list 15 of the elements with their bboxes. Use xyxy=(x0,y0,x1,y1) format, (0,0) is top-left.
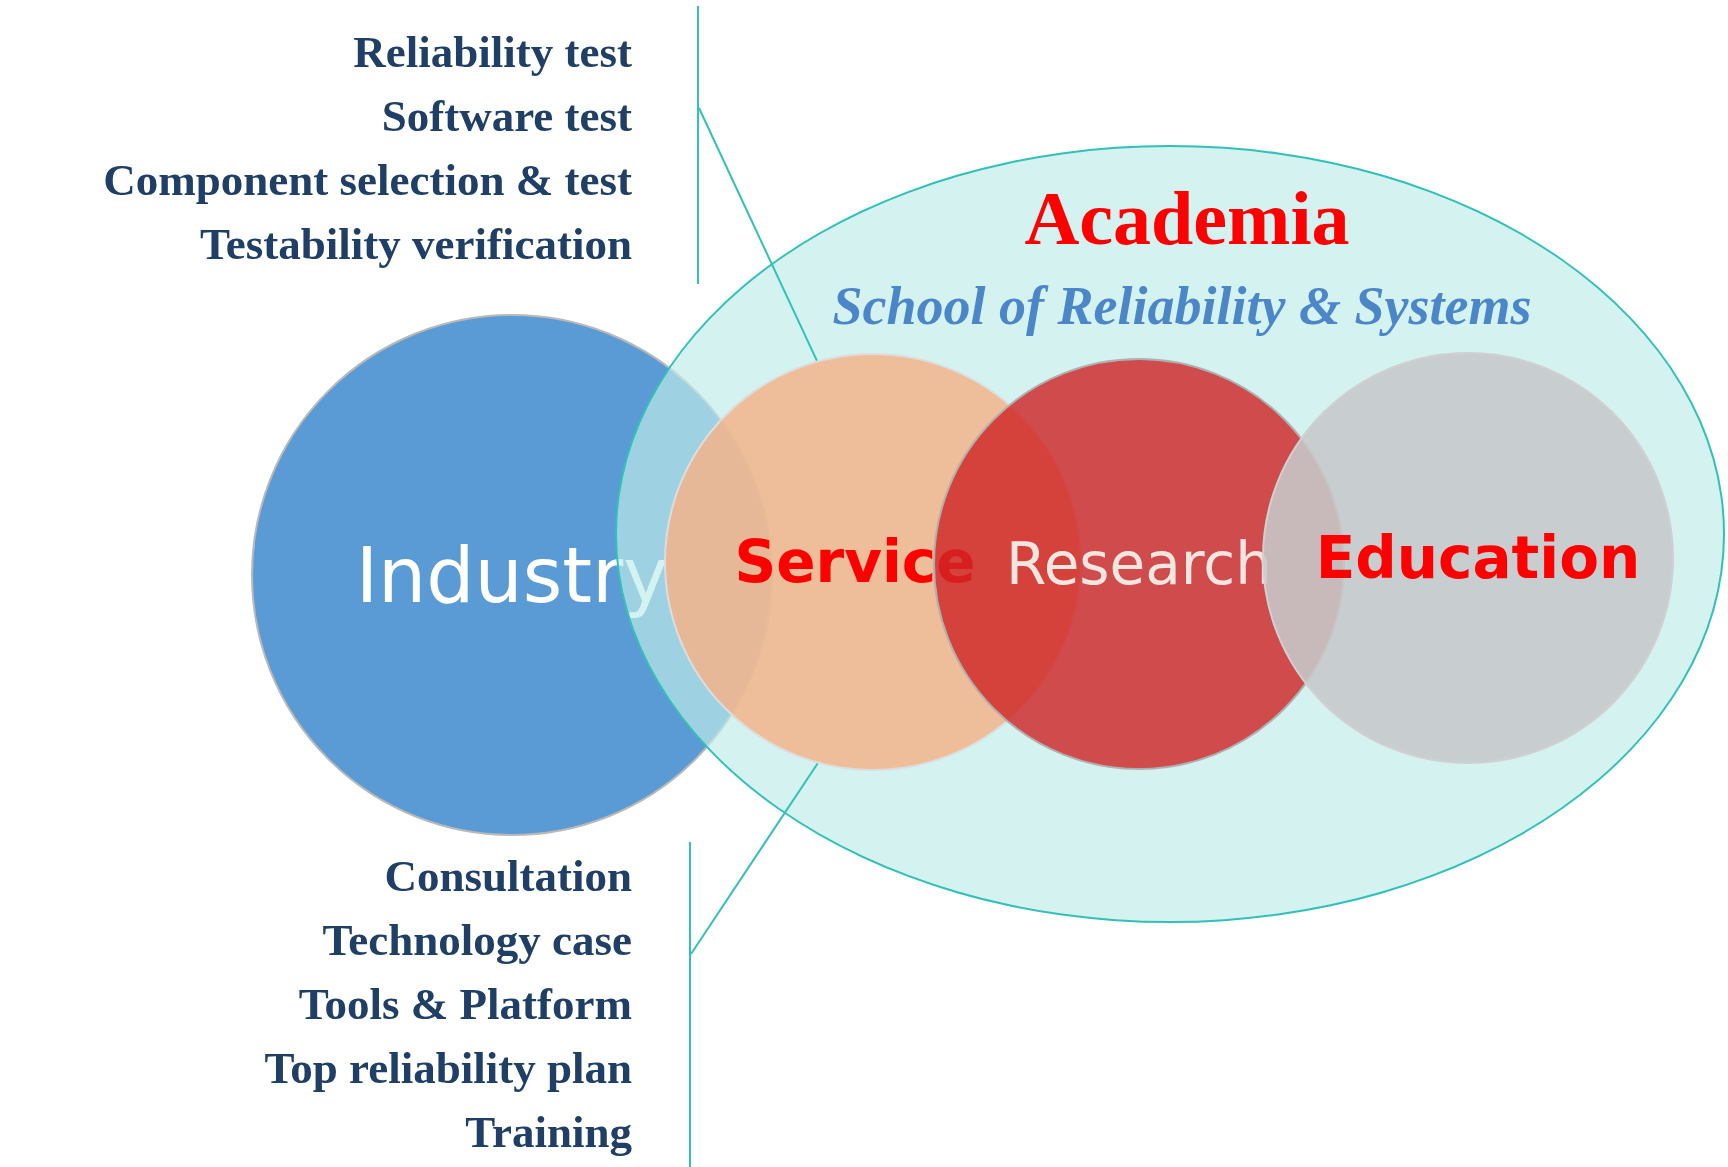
region-title: Academia xyxy=(1024,175,1350,262)
list-item: Tools & Platform xyxy=(297,978,632,1031)
circle-label: Industry xyxy=(355,530,669,620)
list-item: Consultation xyxy=(383,850,632,903)
list-item: Top reliability plan xyxy=(263,1042,632,1095)
circle-label: Education xyxy=(1315,524,1641,592)
leader-line xyxy=(690,762,819,955)
list-item: Reliability test xyxy=(352,26,632,79)
list-item: Software test xyxy=(380,90,632,143)
list-item: Testability verification xyxy=(198,218,632,271)
list-item: Training xyxy=(464,1106,632,1159)
list-item: Component selection & test xyxy=(102,154,632,207)
list-item: Technology case xyxy=(321,914,632,967)
region-subtitle: School of Reliability & Systems xyxy=(832,275,1532,337)
leader-line xyxy=(698,107,818,362)
